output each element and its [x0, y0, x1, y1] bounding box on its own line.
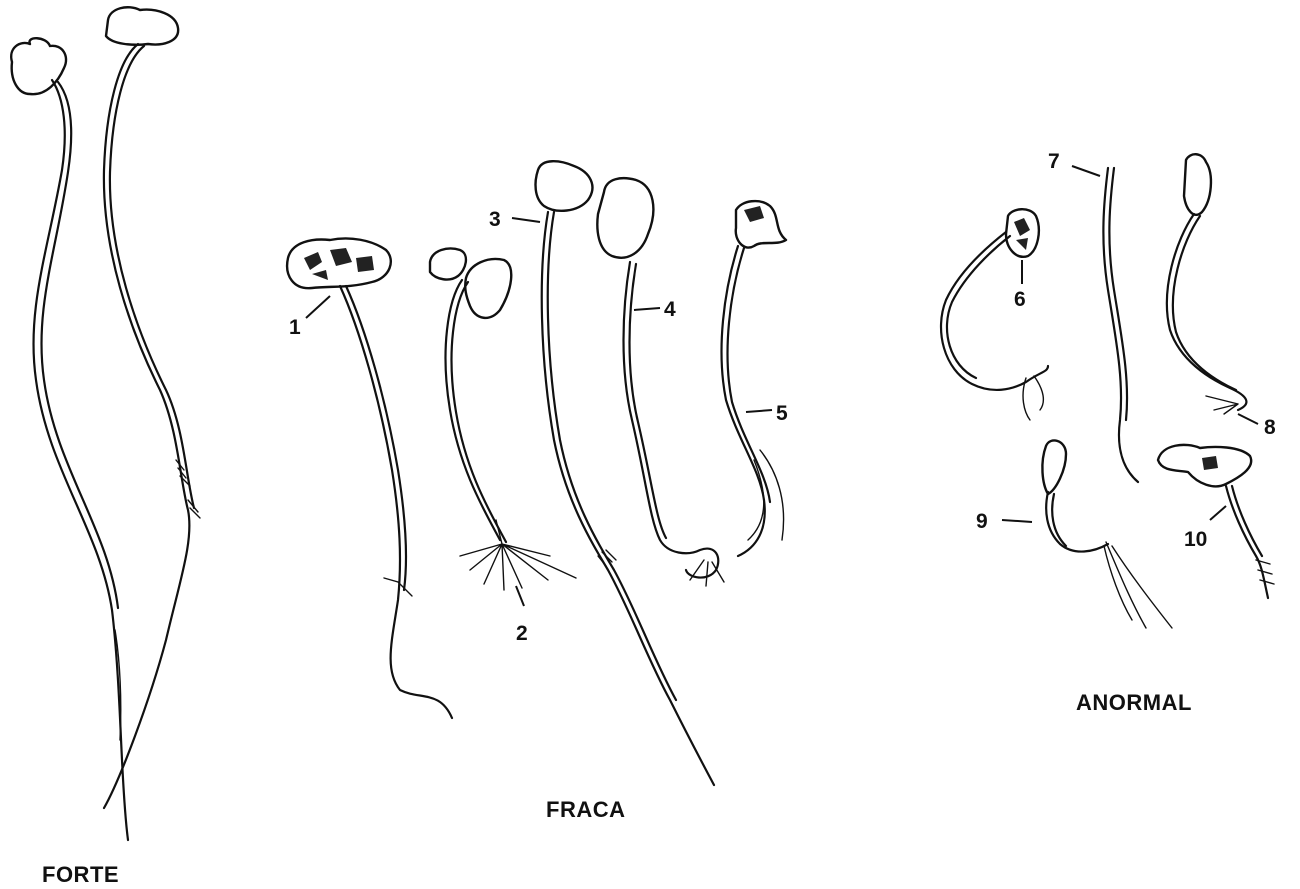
label-4: 4: [664, 298, 676, 321]
anormal-seedling-8: [1167, 154, 1247, 414]
caption-fraca: FRACA: [546, 797, 626, 823]
caption-anormal: ANORMAL: [1076, 690, 1192, 716]
label-10: 10: [1184, 528, 1207, 551]
label-6: 6: [1014, 288, 1026, 311]
fraca-seedling-1: [287, 238, 452, 718]
fraca-seedling-4: [597, 178, 724, 586]
anormal-seedling-10: [1158, 445, 1274, 598]
label-5: 5: [776, 402, 788, 425]
label-7: 7: [1048, 150, 1060, 173]
label-3: 3: [489, 208, 501, 231]
label-8: 8: [1264, 416, 1276, 439]
label-2: 2: [516, 622, 528, 645]
anormal-seedling-6: [941, 209, 1048, 420]
anormal-seedling-7: [1103, 168, 1138, 482]
caption-forte: FORTE: [42, 862, 119, 888]
fraca-seedling-5: [722, 201, 786, 556]
fraca-seedling-2: [430, 249, 576, 591]
label-1: 1: [289, 316, 301, 339]
anormal-seedling-9: [1042, 440, 1172, 628]
label-9: 9: [976, 510, 988, 533]
